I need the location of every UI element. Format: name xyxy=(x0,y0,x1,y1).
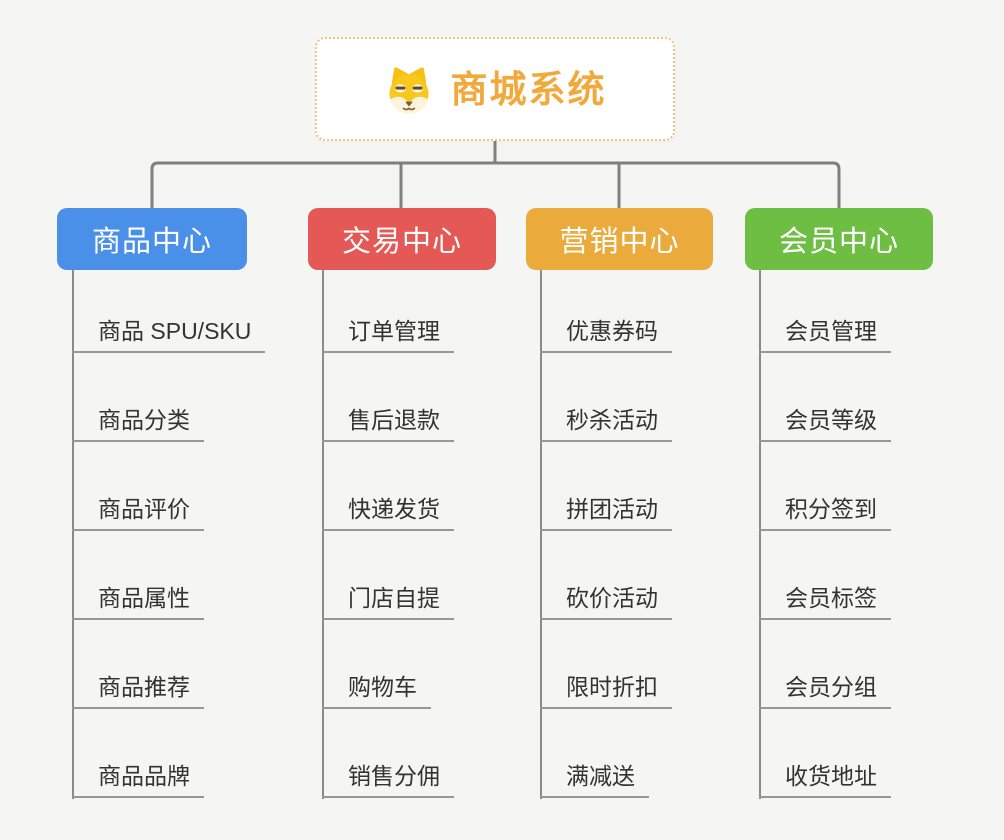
branch-topic-marketing-center[interactable]: 营销中心 xyxy=(526,208,713,270)
sub-topic[interactable]: 商品分类 xyxy=(72,404,204,442)
branch-column-product: 商品 SPU/SKU 商品分类 商品评价 商品属性 商品推荐 商品品牌 xyxy=(72,0,322,840)
root-topic[interactable]: 商城系统 xyxy=(315,37,675,141)
branch-column-member: 会员管理 会员等级 积分签到 会员标签 会员分组 收货地址 xyxy=(759,0,1004,840)
sub-topic[interactable]: 会员等级 xyxy=(759,404,891,442)
sub-topic[interactable]: 会员分组 xyxy=(759,671,891,709)
branch-topic-product-center[interactable]: 商品中心 xyxy=(57,208,247,270)
sub-topic[interactable]: 收货地址 xyxy=(759,760,891,798)
sub-topic[interactable]: 门店自提 xyxy=(322,582,454,620)
branch-spine xyxy=(759,270,761,799)
branch-spine xyxy=(540,270,542,799)
branch-column-marketing: 优惠券码 秒杀活动 拼团活动 砍价活动 限时折扣 满减送 xyxy=(540,0,790,840)
sub-topic[interactable]: 会员管理 xyxy=(759,315,891,353)
sub-topic[interactable]: 秒杀活动 xyxy=(540,404,672,442)
branch-spine xyxy=(322,270,324,799)
sub-topic[interactable]: 积分签到 xyxy=(759,493,891,531)
sub-topic[interactable]: 砍价活动 xyxy=(540,582,672,620)
sub-topic[interactable]: 商品 SPU/SKU xyxy=(72,315,266,353)
sub-topic[interactable]: 快递发货 xyxy=(322,493,454,531)
branch-column-trade: 订单管理 售后退款 快递发货 门店自提 购物车 销售分佣 xyxy=(322,0,572,840)
sub-topic[interactable]: 销售分佣 xyxy=(322,760,454,798)
sub-topic[interactable]: 优惠券码 xyxy=(540,315,672,353)
sub-topic[interactable]: 拼团活动 xyxy=(540,493,672,531)
sub-topic[interactable]: 订单管理 xyxy=(322,315,454,353)
sub-topic[interactable]: 商品推荐 xyxy=(72,671,204,709)
sub-topic[interactable]: 售后退款 xyxy=(322,404,454,442)
sub-topic[interactable]: 满减送 xyxy=(540,760,649,798)
branch-spine xyxy=(72,270,74,799)
sub-topic[interactable]: 商品品牌 xyxy=(72,760,204,798)
branch-topic-member-center[interactable]: 会员中心 xyxy=(745,208,933,270)
dog-icon xyxy=(388,67,429,114)
sub-topic[interactable]: 购物车 xyxy=(322,671,431,709)
sub-topic[interactable]: 限时折扣 xyxy=(540,671,672,709)
root-topic-title: 商城系统 xyxy=(450,68,607,110)
sub-topic[interactable]: 商品评价 xyxy=(72,493,204,531)
sub-topic[interactable]: 会员标签 xyxy=(759,582,891,620)
branch-topic-trade-center[interactable]: 交易中心 xyxy=(308,208,496,270)
sub-topic[interactable]: 商品属性 xyxy=(72,582,204,620)
